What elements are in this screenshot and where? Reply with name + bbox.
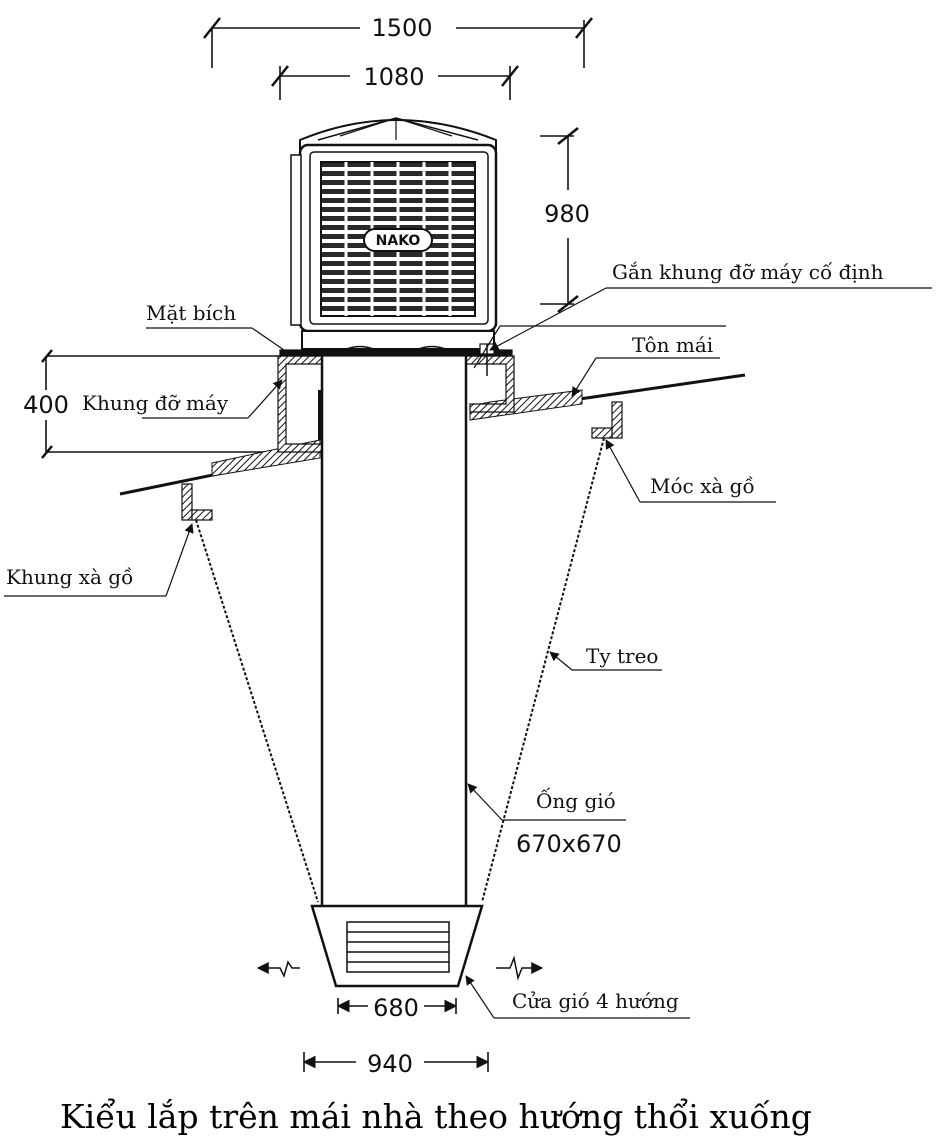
dim-1080-label: 1080 [363,63,424,91]
dim-1080 [271,65,519,100]
dim-1500 [203,17,593,68]
dim-400-label: 400 [23,391,69,419]
label-purlin-frame: Khung xà gồ [6,565,133,589]
label-roof-sheet: Tôn mái [632,333,713,357]
label-duct-size: 670x670 [516,830,622,858]
diagram-caption: Kiểu lắp trên mái nhà theo hướng thổi xu… [60,1097,812,1136]
label-hanging-rod: Ty treo [586,644,658,668]
callout-lines [4,287,932,1019]
label-purlin-hook: Móc xà gồ [650,474,755,498]
support-frame [277,343,515,453]
dim-940 [302,1052,490,1072]
dim-940-label: 940 [367,1050,413,1078]
hanging-rods [195,437,605,903]
dim-1500-label: 1500 [371,14,432,42]
label-air-duct: Ống gió [536,786,616,813]
label-support-frame: Khung đỡ máy [82,391,229,415]
label-flange: Mặt bích [146,301,236,325]
dim-680 [336,998,458,1014]
purlins [181,401,623,521]
dim-980-label: 980 [544,200,590,228]
dim-980 [540,127,579,313]
airflow-arrows [256,955,544,981]
brand-logo-text: NAKO [376,233,421,249]
dim-680-label: 680 [373,994,419,1022]
brand-badge [363,228,433,252]
label-outlet-4way: Cửa gió 4 hướng [512,989,679,1013]
label-fixed-mount: Gắn khung đỡ máy cố định [612,260,884,284]
air-duct [318,356,468,906]
outlet-4way [310,904,484,988]
